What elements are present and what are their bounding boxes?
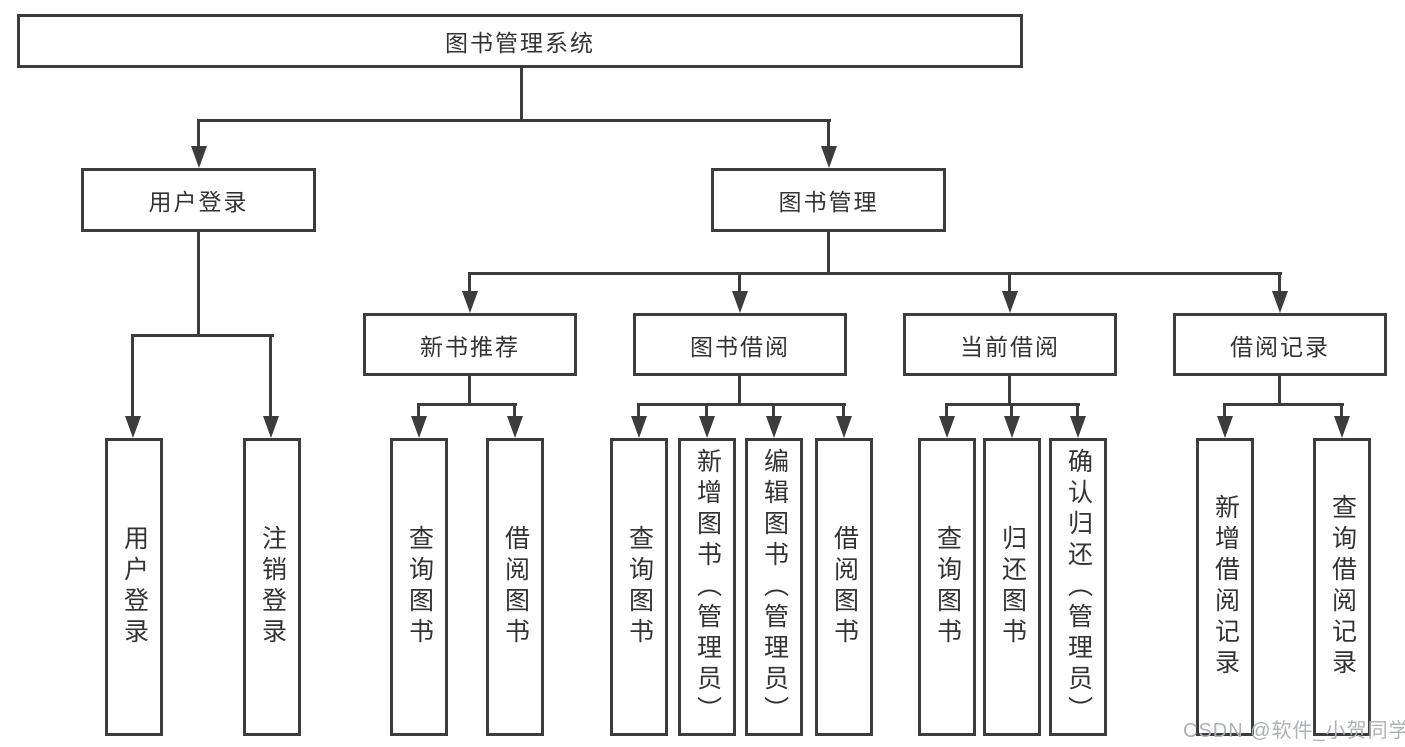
node-bb-query-books: 查询图书 <box>610 438 668 736</box>
arm-bb-borrow <box>842 403 845 419</box>
node-label: 编辑图书（管理员） <box>760 447 789 727</box>
arm-nbr-query <box>417 403 420 419</box>
connector-level2 <box>197 119 831 122</box>
arm-br-query <box>1340 403 1343 419</box>
head-nbr-borrow <box>507 416 523 438</box>
head-borrow-records <box>1272 291 1288 313</box>
node-user-login: 用户登录 <box>81 168 316 232</box>
arm-user-login-leaf <box>131 334 134 420</box>
connector-level3 <box>468 272 1282 275</box>
node-br-query-record: 查询借阅记录 <box>1313 438 1371 736</box>
node-label: 查询图书 <box>933 525 962 649</box>
stem-book-management <box>827 230 830 275</box>
stem-new-book-recommend <box>468 374 471 406</box>
node-label: 查询图书 <box>625 525 654 649</box>
head-cb-return <box>1004 416 1020 438</box>
head-current-borrowing <box>1002 291 1018 313</box>
node-label: 新增图书（管理员） <box>693 447 722 727</box>
node-nbr-query-books: 查询图书 <box>390 438 448 736</box>
node-bb-add-books-admin: 新增图书（管理员） <box>678 438 736 736</box>
arm-logout <box>269 334 272 420</box>
arm-cb-query <box>945 403 948 419</box>
connector-bb-children <box>637 403 846 406</box>
node-label: 图书管理系统 <box>445 30 595 56</box>
node-cb-return-books: 归还图书 <box>983 438 1041 736</box>
head-cb-confirm <box>1070 416 1086 438</box>
node-bb-borrow-books: 借阅图书 <box>815 438 873 736</box>
stem-book-borrowing <box>738 374 741 406</box>
node-label: 借阅记录 <box>1230 333 1330 360</box>
node-label: 图书借阅 <box>690 333 790 360</box>
arm-cb-confirm <box>1076 403 1079 419</box>
head-user-login-leaf <box>125 416 141 438</box>
node-label: 借阅图书 <box>830 525 859 649</box>
node-nbr-borrow-books: 借阅图书 <box>486 438 544 736</box>
node-book-management: 图书管理 <box>711 168 946 232</box>
head-cb-query <box>939 416 955 438</box>
arm-book-borrowing <box>738 272 741 296</box>
csdn-watermark: CSDN @软件_小贺同学 <box>1183 720 1405 742</box>
node-label: 图书管理 <box>778 189 879 215</box>
stem-borrow-records <box>1278 374 1281 406</box>
stem-user-login <box>197 230 200 337</box>
node-borrow-records: 借阅记录 <box>1173 313 1387 376</box>
node-label: 确认归还（管理员） <box>1064 447 1093 727</box>
stem-current-borrowing <box>1008 374 1011 406</box>
head-book-borrowing <box>732 291 748 313</box>
node-logout: 注销登录 <box>243 438 301 736</box>
arm-current-borrowing <box>1008 272 1011 296</box>
arm-br-add <box>1223 403 1226 419</box>
arm-borrow-records <box>1278 272 1281 296</box>
node-label: 用户登录 <box>148 189 249 215</box>
arm-nbr-borrow <box>513 403 516 419</box>
node-label: 用户登录 <box>120 525 149 649</box>
arm-bb-query <box>637 403 640 419</box>
head-bb-add <box>699 416 715 438</box>
arm-bb-add <box>705 403 708 419</box>
head-br-add <box>1217 416 1233 438</box>
head-user-login <box>191 146 207 168</box>
node-label: 查询借阅记录 <box>1328 494 1357 680</box>
arm-user-login <box>197 119 200 150</box>
stem-root <box>520 66 523 122</box>
arm-new-book-recommend <box>468 272 471 296</box>
node-label: 查询图书 <box>405 525 434 649</box>
head-logout <box>263 416 279 438</box>
node-book-borrowing: 图书借阅 <box>633 313 847 376</box>
node-label: 归还图书 <box>998 525 1027 649</box>
head-book-management <box>821 146 837 168</box>
node-label: 当前借阅 <box>960 333 1060 360</box>
head-new-book-recommend <box>462 291 478 313</box>
connector-user-login-children <box>131 334 274 337</box>
connector-nbr-children <box>417 403 517 406</box>
node-library-management-system: 图书管理系统 <box>17 14 1023 68</box>
node-bb-edit-books-admin: 编辑图书（管理员） <box>745 438 803 736</box>
head-br-query <box>1334 416 1350 438</box>
node-label: 新增借阅记录 <box>1211 494 1240 680</box>
arm-cb-return <box>1010 403 1013 419</box>
head-bb-edit <box>766 416 782 438</box>
connector-br-children <box>1223 403 1344 406</box>
arm-book-management <box>827 119 830 150</box>
arm-bb-edit <box>772 403 775 419</box>
node-user-login-leaf: 用户登录 <box>105 438 163 736</box>
node-cb-query-books: 查询图书 <box>918 438 976 736</box>
node-cb-confirm-return-admin: 确认归还（管理员） <box>1049 438 1107 736</box>
head-bb-borrow <box>836 416 852 438</box>
node-label: 新书推荐 <box>420 333 520 360</box>
node-label: 借阅图书 <box>501 525 530 649</box>
node-current-borrowing: 当前借阅 <box>903 313 1117 376</box>
head-nbr-query <box>411 416 427 438</box>
node-label: 注销登录 <box>258 525 287 649</box>
head-bb-query <box>631 416 647 438</box>
node-new-book-recommend: 新书推荐 <box>363 313 577 376</box>
node-br-add-record: 新增借阅记录 <box>1196 438 1254 736</box>
